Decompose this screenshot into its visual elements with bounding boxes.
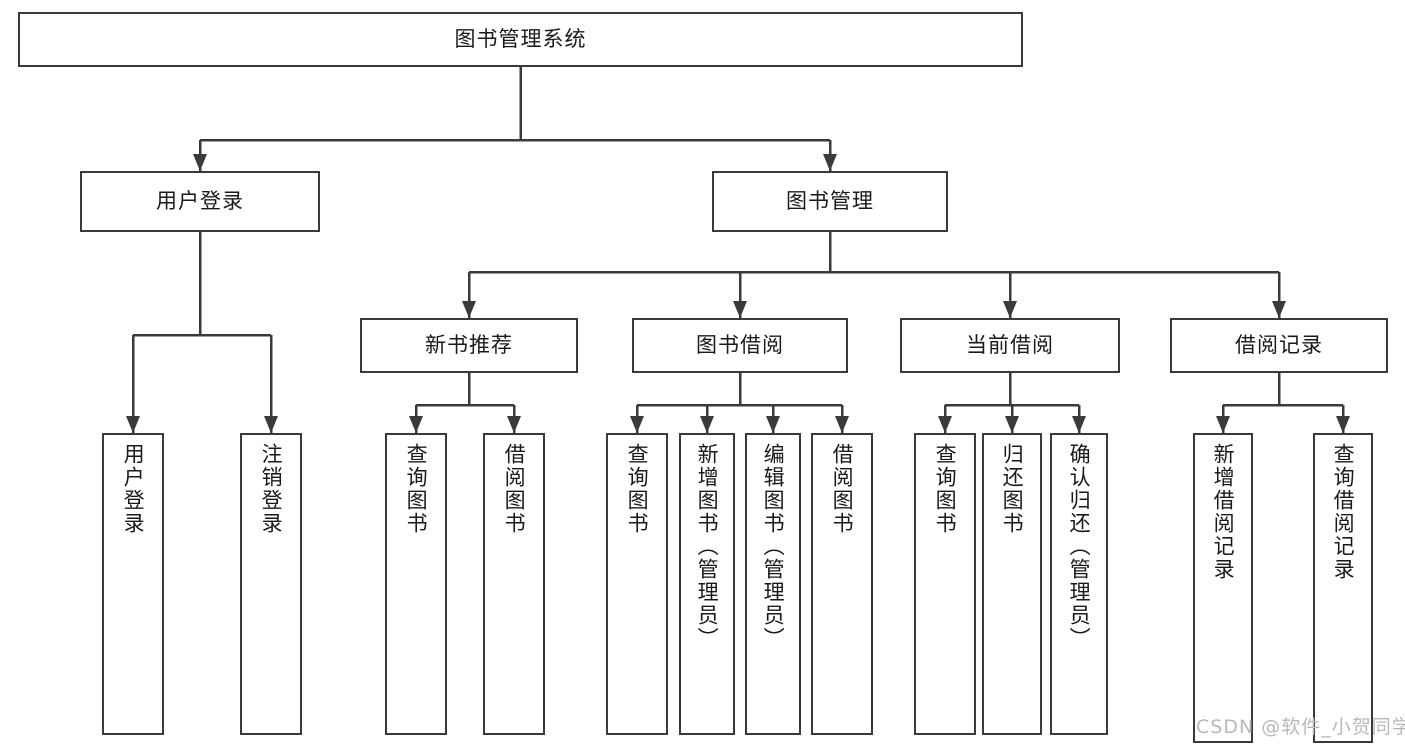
node-label-leaf-confirm-return: 确认归还（管理员） — [1067, 443, 1092, 650]
node-root[interactable]: 图书管理系统 — [18, 12, 1023, 67]
node-leaf-add-record[interactable]: 新增借阅记录 — [1193, 433, 1253, 743]
arrowhead-leaf-query-book-2 — [630, 416, 644, 433]
node-book-manage[interactable]: 图书管理 — [712, 171, 948, 232]
node-borrow-record[interactable]: 借阅记录 — [1170, 318, 1388, 373]
node-current-borrow[interactable]: 当前借阅 — [900, 318, 1120, 373]
node-label-leaf-borrow-book-1: 借阅图书 — [502, 443, 527, 535]
node-new-book-rec[interactable]: 新书推荐 — [360, 318, 578, 373]
node-leaf-user-login[interactable]: 用户登录 — [102, 433, 164, 735]
arrowhead-borrow-record — [1272, 301, 1286, 318]
arrowhead-leaf-query-book-3 — [938, 416, 952, 433]
arrowhead-leaf-edit-book — [766, 416, 780, 433]
node-label-leaf-add-record: 新增借阅记录 — [1211, 443, 1236, 581]
node-book-borrow[interactable]: 图书借阅 — [632, 318, 848, 373]
node-label-current-borrow: 当前借阅 — [966, 332, 1054, 357]
node-label-leaf-logout: 注销登录 — [259, 443, 284, 535]
node-leaf-query-book-3[interactable]: 查询图书 — [914, 433, 976, 735]
arrowhead-leaf-add-record — [1216, 416, 1230, 433]
arrowhead-new-book-rec — [462, 301, 476, 318]
arrowhead-leaf-borrow-book-1 — [507, 416, 521, 433]
node-leaf-logout[interactable]: 注销登录 — [240, 433, 302, 735]
node-leaf-borrow-book-2[interactable]: 借阅图书 — [811, 433, 873, 735]
arrowhead-leaf-query-record — [1336, 416, 1350, 433]
arrowhead-book-manage — [823, 154, 837, 171]
arrowhead-leaf-add-book — [700, 416, 714, 433]
node-label-borrow-record: 借阅记录 — [1235, 332, 1323, 357]
node-leaf-query-book-2[interactable]: 查询图书 — [606, 433, 668, 735]
arrowhead-leaf-logout — [264, 416, 278, 433]
arrowhead-current-borrow — [1003, 301, 1017, 318]
node-label-leaf-add-book: 新增图书（管理员） — [695, 443, 720, 650]
node-leaf-edit-book[interactable]: 编辑图书（管理员） — [745, 433, 801, 735]
node-label-leaf-query-book-2: 查询图书 — [625, 443, 650, 535]
node-label-book-manage: 图书管理 — [786, 188, 874, 213]
node-label-leaf-borrow-book-2: 借阅图书 — [830, 443, 855, 535]
node-leaf-add-book[interactable]: 新增图书（管理员） — [679, 433, 735, 735]
node-label-user-login: 用户登录 — [156, 188, 244, 213]
node-label-leaf-user-login: 用户登录 — [121, 443, 146, 535]
node-user-login[interactable]: 用户登录 — [80, 171, 320, 232]
arrowhead-leaf-borrow-book-2 — [835, 416, 849, 433]
arrowhead-leaf-user-login — [126, 416, 140, 433]
node-leaf-borrow-book-1[interactable]: 借阅图书 — [483, 433, 545, 735]
node-label-leaf-query-record: 查询借阅记录 — [1331, 443, 1356, 581]
node-label-new-book-rec: 新书推荐 — [425, 332, 513, 357]
arrowhead-leaf-query-book-1 — [409, 416, 423, 433]
node-label-root: 图书管理系统 — [454, 26, 587, 51]
node-leaf-query-record[interactable]: 查询借阅记录 — [1313, 433, 1373, 743]
node-leaf-return-book[interactable]: 归还图书 — [982, 433, 1042, 735]
arrowhead-user-login — [193, 154, 207, 171]
arrowhead-leaf-return-book — [1005, 416, 1019, 433]
node-label-leaf-query-book-3: 查询图书 — [933, 443, 958, 535]
node-label-leaf-return-book: 归还图书 — [1000, 443, 1025, 535]
node-label-leaf-edit-book: 编辑图书（管理员） — [761, 443, 786, 650]
node-label-leaf-query-book-1: 查询图书 — [404, 443, 429, 535]
arrowhead-leaf-confirm-return — [1072, 416, 1086, 433]
node-leaf-confirm-return[interactable]: 确认归还（管理员） — [1050, 433, 1108, 735]
node-label-book-borrow: 图书借阅 — [696, 332, 784, 357]
node-leaf-query-book-1[interactable]: 查询图书 — [385, 433, 447, 735]
arrowhead-book-borrow — [733, 301, 747, 318]
